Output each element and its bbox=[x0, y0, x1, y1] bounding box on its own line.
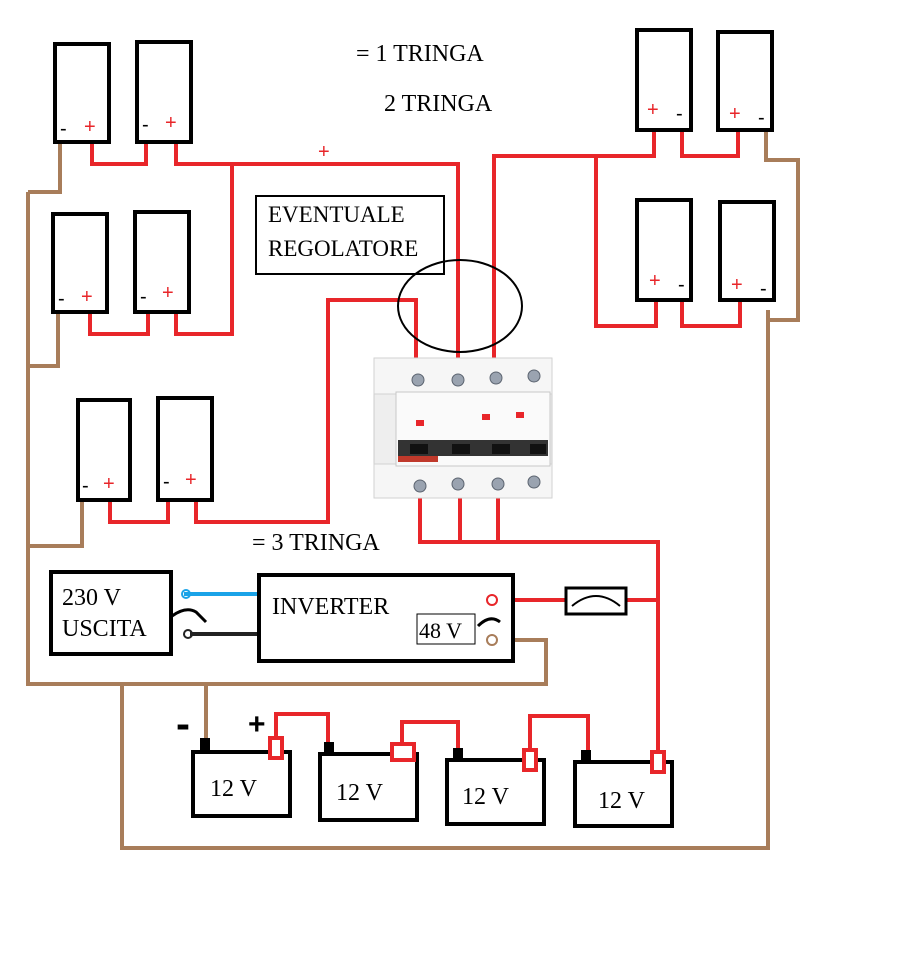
panel-plus-sign: + bbox=[81, 286, 93, 308]
panel-minus-sign: - bbox=[758, 107, 765, 129]
solar-panel bbox=[53, 42, 111, 144]
solar-panel bbox=[135, 40, 193, 144]
breaker-terminal bbox=[491, 477, 505, 491]
panel-plus-sign: + bbox=[103, 473, 115, 495]
solar-panel bbox=[156, 396, 214, 502]
battery-minus-sign: - bbox=[176, 700, 190, 747]
fuse bbox=[564, 586, 628, 616]
breaker-terminal bbox=[413, 479, 427, 493]
panel-minus-sign: - bbox=[58, 288, 65, 310]
breaker-terminal bbox=[451, 477, 465, 491]
plus-label: + bbox=[318, 141, 330, 163]
solar-panel bbox=[718, 200, 776, 302]
inverter-voltage-label: 48 V bbox=[419, 618, 462, 643]
solar-panel bbox=[635, 198, 693, 302]
breaker-terminal bbox=[451, 373, 465, 387]
regulator-box: EVENTUALE REGOLATORE bbox=[255, 195, 445, 275]
panel-plus-sign: + bbox=[162, 282, 174, 304]
output-label: USCITA bbox=[62, 616, 147, 642]
panel-plus-sign: + bbox=[165, 112, 177, 134]
breaker-terminal bbox=[489, 371, 503, 385]
battery: 12 V bbox=[318, 742, 419, 822]
string-3-label: = 3 TRINGA bbox=[252, 530, 380, 556]
regulator-label-line-1: EVENTUALE bbox=[268, 202, 405, 227]
string-1-label: = 1 TRINGA bbox=[356, 41, 484, 67]
battery-voltage: 12 V bbox=[336, 780, 384, 806]
battery: 12 V bbox=[573, 750, 674, 828]
panel-plus-sign: + bbox=[647, 99, 659, 121]
negative-wiring bbox=[26, 128, 800, 850]
circuit-breaker bbox=[373, 357, 553, 499]
panel-minus-sign: - bbox=[142, 114, 149, 136]
solar-panel bbox=[51, 212, 109, 314]
panel-minus-sign: - bbox=[60, 118, 67, 140]
panel-minus-sign: - bbox=[140, 286, 147, 308]
panel-plus-sign: + bbox=[731, 274, 743, 296]
solar-panels bbox=[51, 28, 776, 502]
battery: 12 V bbox=[445, 748, 546, 826]
regulator-label-line-2: REGOLATORE bbox=[268, 236, 418, 261]
solar-panel bbox=[635, 28, 693, 132]
solar-panel bbox=[133, 210, 191, 314]
positive-wiring bbox=[88, 128, 742, 760]
battery-voltage: 12 V bbox=[598, 788, 646, 814]
output-voltage-label: 230 V bbox=[62, 585, 122, 611]
inverter-label: INVERTER bbox=[272, 594, 389, 620]
battery-voltage: 12 V bbox=[462, 784, 510, 810]
battery-voltage: 12 V bbox=[210, 776, 258, 802]
battery-bank: 12 V 12 V 12 V 12 V - + bbox=[176, 700, 674, 828]
panel-minus-sign: - bbox=[163, 471, 170, 493]
panel-minus-sign: - bbox=[676, 103, 683, 125]
panel-plus-sign: + bbox=[84, 116, 96, 138]
ac-output-box: 230 V USCITA bbox=[49, 570, 173, 656]
breaker-terminal bbox=[411, 373, 425, 387]
panel-minus-sign: - bbox=[678, 274, 685, 296]
panel-minus-sign: - bbox=[760, 278, 767, 300]
inverter-box: INVERTER 48 V bbox=[257, 573, 515, 663]
highlight-ellipse bbox=[397, 259, 523, 353]
panel-polarity-signs: - + - + - + - + - + - + + - + - + - + - bbox=[58, 99, 767, 497]
panel-minus-sign: - bbox=[82, 475, 89, 497]
panel-plus-sign: + bbox=[729, 103, 741, 125]
solar-panel bbox=[76, 398, 132, 502]
battery-plus-sign: + bbox=[248, 708, 266, 741]
breaker-terminal bbox=[527, 369, 541, 383]
panel-plus-sign: + bbox=[649, 270, 661, 292]
ac-switch bbox=[171, 608, 208, 624]
solar-panel bbox=[716, 30, 774, 132]
string-2-label: 2 TRINGA bbox=[384, 91, 493, 117]
battery: 12 V bbox=[191, 736, 292, 818]
panel-plus-sign: + bbox=[185, 469, 197, 491]
breaker-terminal bbox=[527, 475, 541, 489]
